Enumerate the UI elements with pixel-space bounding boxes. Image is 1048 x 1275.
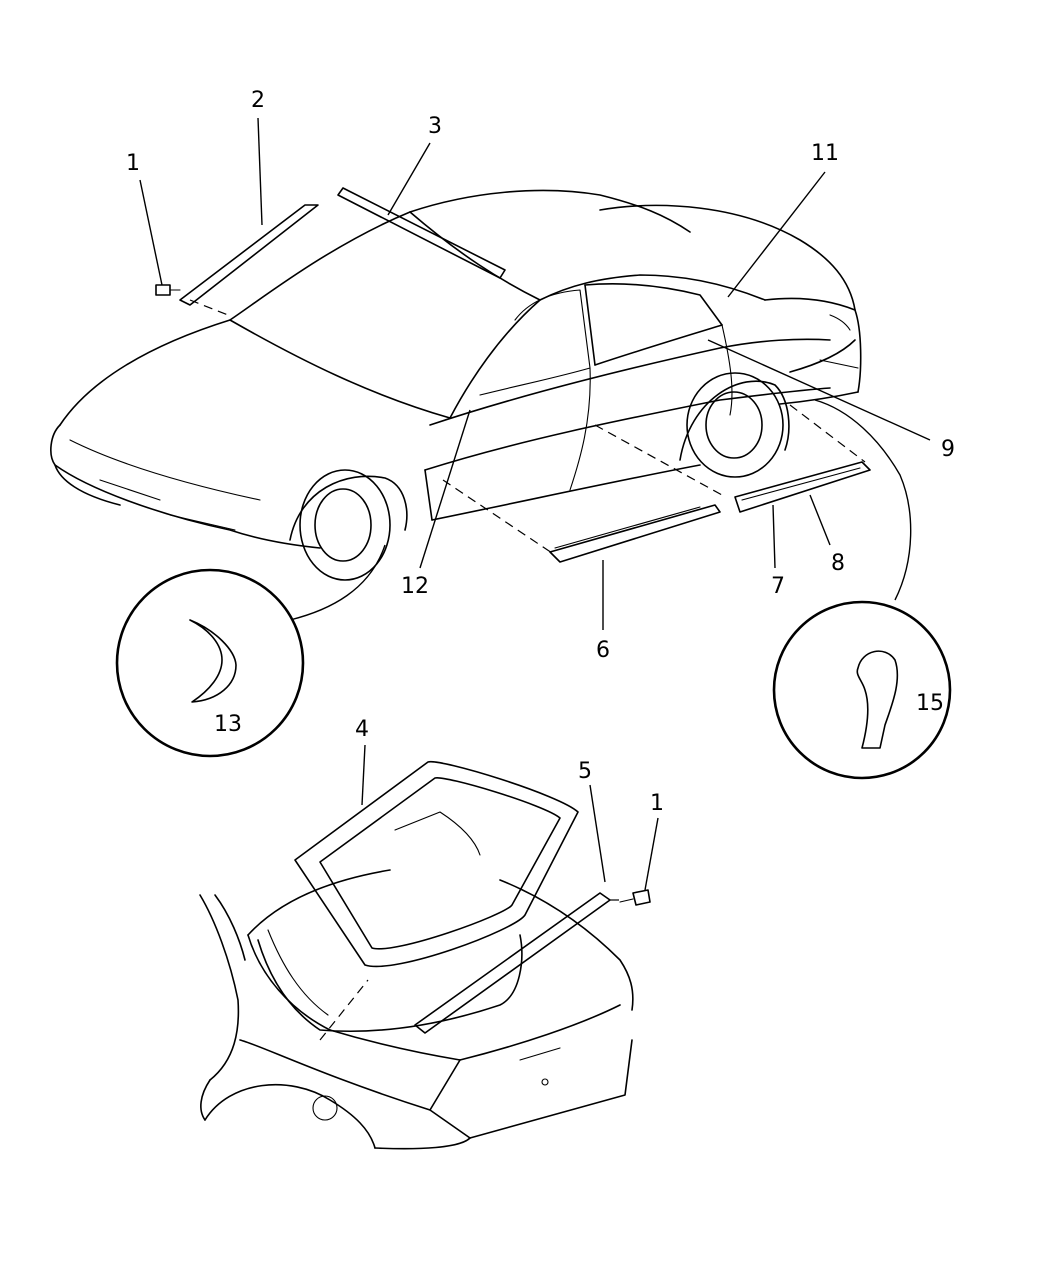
label-4: 4 (355, 717, 369, 742)
part-3-windshield-molding (337, 187, 506, 279)
callout-labels: 1 2 3 11 9 12 8 7 6 13 15 4 5 1 (126, 88, 955, 816)
detail-circle-15 (772, 399, 952, 780)
label-5: 5 (578, 759, 592, 784)
label-7: 7 (771, 574, 785, 599)
label-13: 13 (214, 712, 242, 737)
part-4-backlite-gasket (257, 760, 579, 1033)
label-8: 8 (831, 551, 845, 576)
label-9: 9 (941, 437, 955, 462)
part-7-rear-door-molding (734, 461, 871, 513)
detail-circle-13 (115, 544, 386, 758)
part-1-screw-lower (619, 889, 651, 906)
rear-dashed-guides (319, 899, 623, 1041)
part-1-screw-top (155, 284, 181, 296)
label-1: 1 (126, 151, 140, 176)
label-3: 3 (428, 114, 442, 139)
part-2-pillar-molding (179, 204, 319, 306)
label-11: 11 (811, 141, 839, 166)
leader-lines (139, 117, 931, 891)
label-1-lower: 1 (650, 791, 664, 816)
part-5-lower-molding (414, 892, 611, 1034)
car-body-outline (50, 189, 862, 581)
label-2: 2 (251, 88, 265, 113)
car-dashed-guides (189, 299, 866, 554)
label-6: 6 (596, 638, 610, 663)
rear-deck-outline (199, 869, 634, 1150)
label-12: 12 (401, 574, 429, 599)
label-15: 15 (916, 691, 944, 716)
part-6-front-door-molding (549, 504, 721, 563)
